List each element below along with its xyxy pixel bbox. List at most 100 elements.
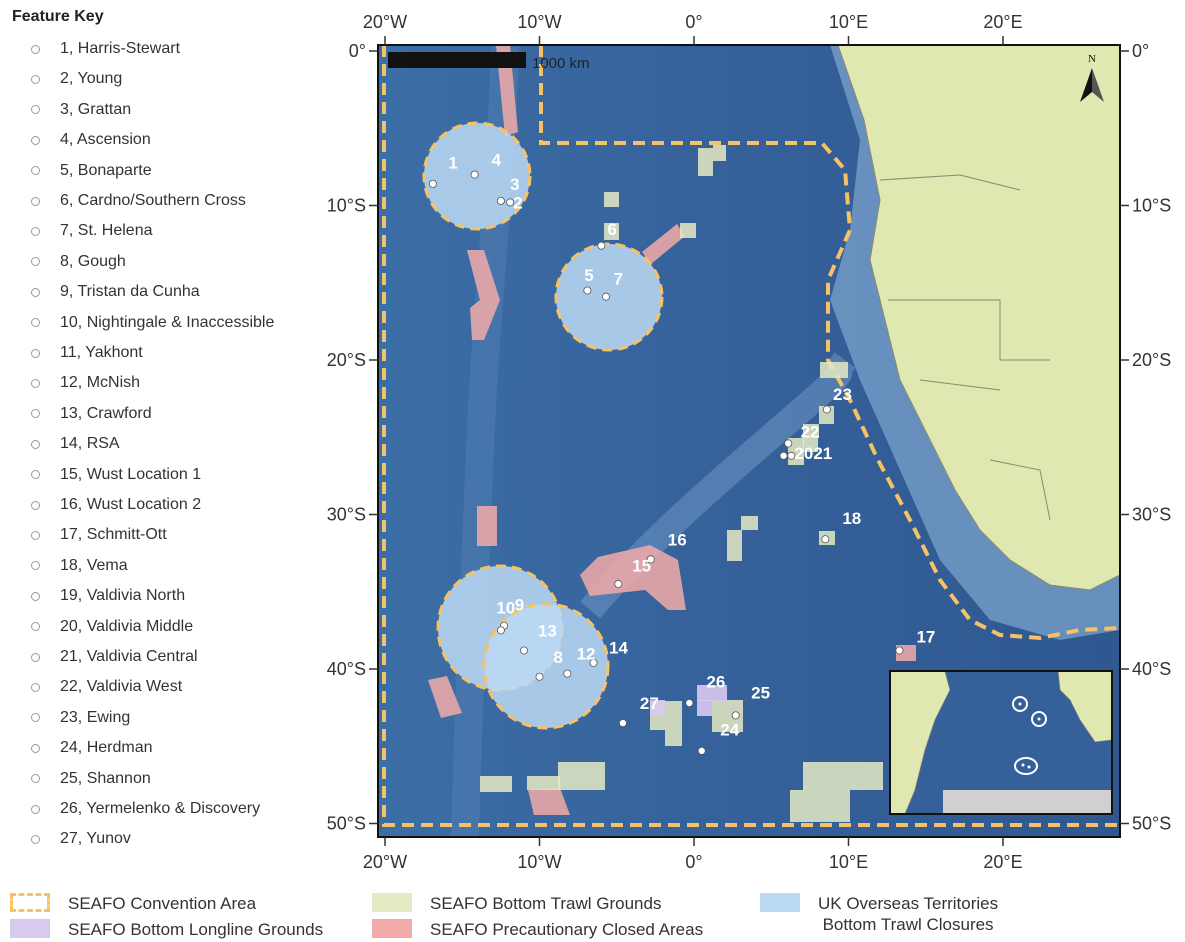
africa-land [837,45,1120,591]
site-marker[interactable] [589,658,598,667]
site-marker[interactable] [779,451,788,460]
site-marker[interactable] [822,405,831,414]
site-marker[interactable] [597,241,606,250]
site-label: 23 [833,385,852,404]
site-label: 8 [553,648,562,667]
site-marker[interactable] [646,555,655,564]
legend-swatch-longline [10,919,50,938]
site-label: 13 [538,622,557,641]
site-label: 25 [751,683,770,702]
feature-key-item: 18, Vema [0,551,340,581]
x-tick-label: 20°E [983,12,1022,32]
site-marker[interactable] [496,196,505,205]
site-marker[interactable] [601,292,610,301]
bottom-longline-grounds[interactable] [650,685,727,716]
legend-label-uk-line1: UK Overseas Territories [818,894,999,913]
feature-key-label: 6, Cardno/Southern Cross [60,192,246,209]
site-label: 12 [577,645,596,664]
site-marker[interactable] [583,286,592,295]
x-tick-label: 20°W [363,852,407,872]
feature-key-item: 2, Young [0,64,340,94]
feature-key-item: 23, Ewing [0,703,340,733]
x-tick-label: 10°W [517,852,561,872]
feature-key-label: 27, Yunov [60,830,131,848]
site-marker[interactable] [470,170,479,179]
site-marker[interactable] [428,179,437,188]
y-tick-label-right: 40°S [1132,659,1171,679]
seafo-convention-area[interactable] [382,45,1120,827]
feature-key-label: 18, Vema [60,556,128,574]
site-marker[interactable] [697,746,706,755]
site-label: 2 [513,194,522,213]
bullet-icon [31,470,40,480]
bullet-icon [31,135,40,145]
legend-label-uk-line2: Bottom Trawl Closures [822,915,994,934]
site-label: 6 [607,220,616,239]
bullet-icon [31,622,40,632]
site-label: 5 [584,266,593,285]
site-marker[interactable] [563,669,572,678]
site-label: 14 [609,639,628,658]
feature-key-label: 2, Young [60,70,123,88]
feature-key-item: 25, Shannon [0,764,340,794]
site-label: 4 [492,150,502,169]
feature-key-label: 17, Schmitt-Ott [60,526,167,544]
feature-key-item: 26, Yermelenko & Discovery [0,794,340,824]
site-marker[interactable] [821,535,830,544]
feature-key-label: 12, McNish [60,374,141,392]
feature-key-label: 21, Valdivia Central [60,648,198,665]
site-label: 22 [801,422,820,441]
feature-key-label: 1, Harris-Stewart [60,40,181,57]
y-tick-label-left: 30°S [327,505,366,525]
site-marker[interactable] [787,451,796,460]
x-tick-label: 0° [685,852,702,872]
legend-closed: SEAFO Precautionary Closed Areas [372,919,703,940]
bullet-icon [31,105,40,115]
feature-key-item: 7, St. Helena [0,216,340,246]
feature-key-title: Feature Key [12,8,104,25]
legend-label-trawl: SEAFO Bottom Trawl Grounds [430,894,662,913]
bullet-icon [31,196,40,206]
bullet-icon [31,500,40,510]
site-marker[interactable] [731,711,740,720]
x-tick-label: 10°E [829,12,868,32]
feature-key-label: 4, Ascension [60,131,151,149]
bullet-icon [31,652,40,662]
bottom-trawl-grounds[interactable] [480,145,883,822]
site-marker[interactable] [895,646,904,655]
site-label: 26 [706,673,725,692]
feature-key-item: 21, Valdivia Central [0,642,340,672]
site-marker[interactable] [496,626,505,635]
feature-key-label: 13, Crawford [60,404,152,422]
site-label: 1 [448,153,457,172]
feature-key-item: 24, Herdman [0,733,340,763]
graticule-ticks: 20°W20°W10°W10°W0°0°10°E10°E20°E20°E0°0°… [327,12,1171,872]
y-tick-label-right: 10°S [1132,196,1171,216]
bullet-icon [31,591,40,601]
site-marker[interactable] [520,646,529,655]
north-arrow-label: N [1088,53,1096,65]
site-marker[interactable] [618,719,627,728]
site-marker[interactable] [685,698,694,707]
legend-uk-closures: UK Overseas Territories Bottom Trawl Clo… [760,893,998,935]
y-tick-label-left: 40°S [327,659,366,679]
scale-bar-label: 1000 km [532,55,590,72]
bullet-icon [31,44,40,54]
inset-map[interactable] [889,670,1113,815]
site-marker[interactable] [506,198,515,207]
site-marker[interactable] [784,439,793,448]
bullet-icon [31,226,40,236]
site-marker[interactable] [614,580,623,589]
x-tick-label: 10°E [829,852,868,872]
feature-key-label: 23, Ewing [60,708,131,726]
feature-key-label: 19, Valdivia North [60,587,186,605]
legend-label-closed: SEAFO Precautionary Closed Areas [430,920,704,939]
legend-convention-area: SEAFO Convention Area [10,893,256,914]
bullet-icon [31,439,40,449]
site-marker[interactable] [535,672,544,681]
map-frame [377,44,1121,838]
legend-label-convention-area: SEAFO Convention Area [68,894,257,913]
north-arrow-icon [1080,68,1092,102]
